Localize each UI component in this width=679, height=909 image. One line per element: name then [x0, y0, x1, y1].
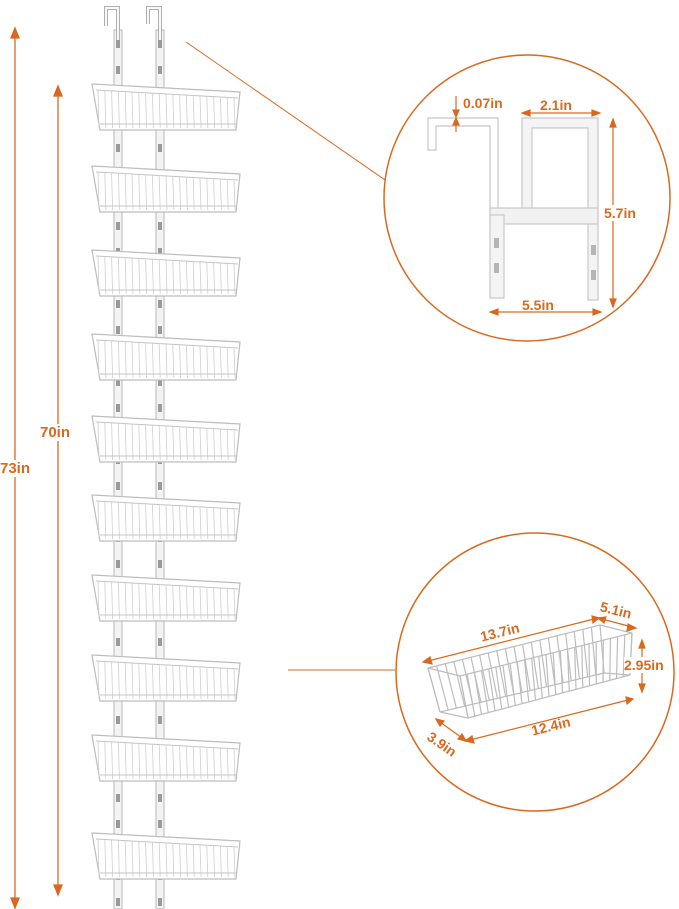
- basket-wire: [552, 652, 557, 695]
- basket-wire: [523, 659, 530, 702]
- basket-wire: [509, 663, 516, 706]
- upright-slot: [116, 326, 120, 334]
- height-label-outer: 73in: [0, 460, 31, 477]
- basket-wire: [479, 654, 490, 701]
- basket-wire: [444, 663, 457, 709]
- basket-wire: [436, 665, 449, 711]
- basket-wire: [531, 658, 537, 701]
- upright-slot: [158, 820, 162, 828]
- upright-slot: [158, 638, 162, 646]
- height-dimension-inner: [53, 84, 63, 897]
- basket-wire: [588, 643, 591, 686]
- basket-edge: [427, 667, 441, 713]
- upright-slot: [116, 144, 120, 152]
- upright-slot: [158, 794, 162, 802]
- basket-wire: [504, 648, 515, 695]
- upright-slot: [116, 638, 120, 646]
- basket-wire: [574, 647, 577, 690]
- basket-wire: [615, 636, 619, 679]
- basket-wire: [573, 631, 580, 679]
- hook-dimension-arrows: [452, 96, 617, 316]
- upright-slot: [158, 560, 162, 568]
- basket-wire: [530, 642, 539, 689]
- hook-width-label: 5.5in: [522, 297, 554, 313]
- basket-dimension-arrows: [421, 615, 646, 744]
- rack-basket: [91, 654, 241, 702]
- upright-slot: [158, 404, 162, 412]
- basket-wire: [609, 638, 612, 681]
- upright-slot: [158, 40, 162, 48]
- upright-slot: [158, 378, 162, 386]
- rack-basket: [91, 734, 241, 782]
- rack-basket: [91, 415, 241, 463]
- upright-slot: [158, 66, 162, 74]
- upright-slot: [116, 716, 120, 724]
- basket-wire: [488, 668, 496, 711]
- hook-leader-line: [185, 41, 389, 183]
- basket-detail-callout: [395, 532, 675, 812]
- rack-basket: [91, 165, 241, 213]
- upright-slot: [116, 222, 120, 230]
- basket-wire: [453, 661, 466, 707]
- upright-slot: [116, 66, 120, 74]
- upright-slot: [116, 898, 120, 906]
- basket-wire: [565, 633, 572, 681]
- hook-height-label: 5.7in: [604, 205, 636, 221]
- basket-detail-illustration: [427, 624, 633, 719]
- rack-basket: [91, 83, 241, 131]
- basket-wire: [538, 656, 543, 699]
- basket-wire: [502, 665, 510, 708]
- upright-slot: [116, 794, 120, 802]
- upright-slot: [158, 248, 162, 256]
- upright-slot: [116, 378, 120, 386]
- upright-slot: [158, 716, 162, 724]
- basket-wire: [556, 635, 564, 683]
- basket-wire: [622, 634, 626, 677]
- basket-wire: [495, 666, 503, 710]
- basket-wire: [513, 646, 523, 693]
- basket-wire: [480, 670, 489, 713]
- rack-basket: [91, 494, 241, 542]
- upright-slot: [116, 482, 120, 490]
- basket-wire: [547, 637, 556, 685]
- hook-bracket-illustration: [427, 117, 599, 301]
- hook-detail-callout: [383, 54, 671, 342]
- basket-edge: [459, 675, 469, 719]
- upright-slot: [116, 820, 120, 828]
- upright-slot: [116, 40, 120, 48]
- rack-basket: [91, 574, 241, 622]
- rack-basket: [91, 832, 241, 880]
- basket-wire: [599, 624, 605, 674]
- basket-wire: [470, 657, 482, 703]
- basket-wire: [487, 652, 498, 699]
- rack-basket: [91, 249, 241, 297]
- upright-slot: [158, 144, 162, 152]
- basket-wire: [496, 650, 507, 697]
- rack-basket: [91, 333, 241, 381]
- upright-slot: [116, 404, 120, 412]
- rack-hooks-inner: [105, 7, 161, 40]
- basket-wire: [461, 659, 474, 705]
- rack-baskets: [91, 83, 241, 880]
- upright-slot: [158, 326, 162, 334]
- upright-slot: [158, 300, 162, 308]
- upright-slot: [116, 560, 120, 568]
- upright-slot: [116, 300, 120, 308]
- basket-wire: [590, 627, 597, 676]
- height-label-inner: 70in: [40, 424, 71, 441]
- basket-wire: [522, 644, 531, 691]
- basket-wire: [581, 645, 584, 688]
- hook-thickness-label: 0.07in: [463, 95, 503, 111]
- basket-wire: [545, 654, 550, 697]
- hook-depth-label: 2.1in: [540, 97, 572, 113]
- upright-slot: [158, 898, 162, 906]
- basket-wire: [582, 629, 589, 677]
- upright-slot: [158, 222, 162, 230]
- upright-slot: [158, 482, 162, 490]
- basket-height-label: 2.95in: [624, 657, 664, 673]
- basket-wire: [539, 639, 548, 687]
